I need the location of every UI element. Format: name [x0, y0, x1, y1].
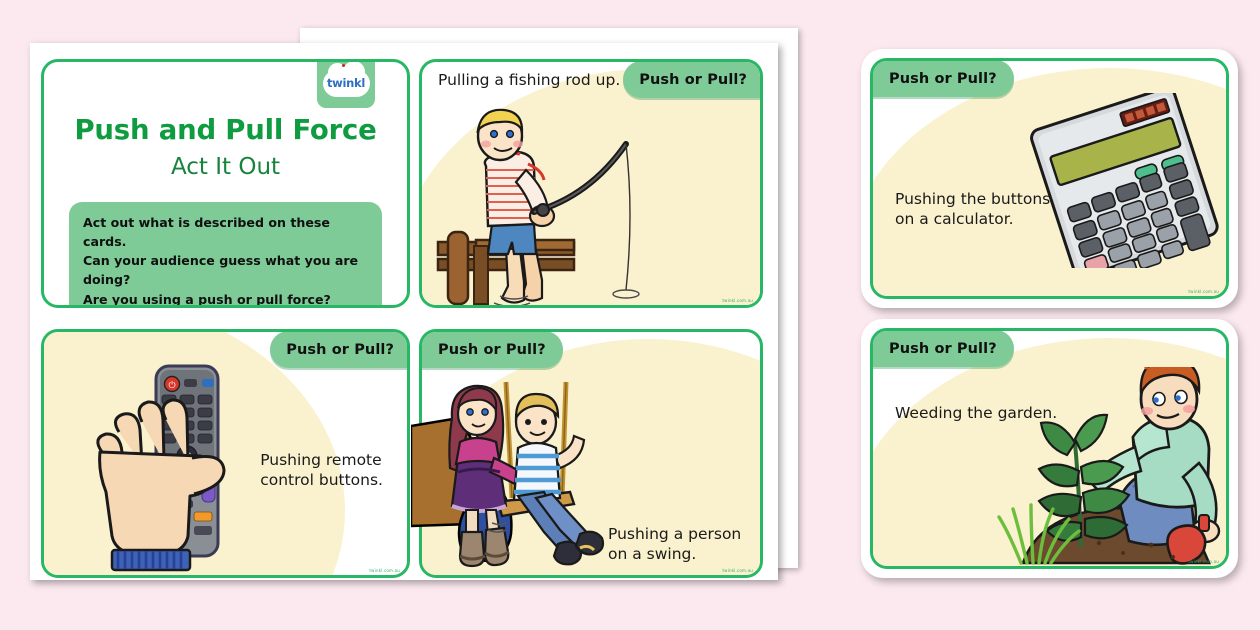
- illustration-calculator: [1030, 93, 1219, 268]
- page-subtitle: Act It Out: [170, 154, 281, 180]
- badge-push-or-pull[interactable]: Push or Pull?: [422, 332, 563, 368]
- card-caption: Pushing remote control buttons.: [260, 451, 383, 490]
- cloud-icon: [322, 62, 370, 97]
- badge-push-or-pull[interactable]: Push or Pull?: [623, 62, 760, 98]
- watermark: twinkl.com.au: [1188, 289, 1219, 294]
- illustration-hand-remote: ⏻: [96, 364, 226, 572]
- card-caption: Pulling a fishing rod up.: [438, 71, 621, 89]
- weeding-card-wrapper: Push or Pull? Weeding the garden.: [861, 319, 1238, 578]
- twinkl-wordmark: twinkl: [326, 76, 366, 90]
- title-card[interactable]: twinkl Push and Pull Force Act It Out Ac…: [41, 59, 410, 308]
- card-calculator[interactable]: Push or Pull? Pushing the buttons on a c…: [870, 58, 1229, 299]
- instructions-box: Act out what is described on these cards…: [69, 202, 382, 305]
- card-caption: Pushing a person on a swing.: [608, 525, 742, 564]
- badge-push-or-pull[interactable]: Push or Pull?: [873, 331, 1014, 367]
- card-caption: Weeding the garden.: [895, 404, 1058, 422]
- front-page: twinkl Push and Pull Force Act It Out Ac…: [30, 43, 778, 580]
- watermark: twinkl.com.au: [369, 568, 400, 573]
- illustration-boy-fishing: [436, 108, 640, 305]
- card-swing[interactable]: Push or Pull? Pushing a person on a swin…: [419, 329, 763, 578]
- calculator-card-wrapper: Push or Pull? Pushing the buttons on a c…: [861, 49, 1238, 308]
- illustration-weeding: [997, 367, 1221, 565]
- card-fishing-rod[interactable]: Push or Pull? Pulling a fishing rod up.: [419, 59, 763, 308]
- twinkl-logo-tab: twinkl: [317, 62, 375, 108]
- card-remote-control[interactable]: Push or Pull? Pushing remote control but…: [41, 329, 410, 578]
- card-weeding[interactable]: Push or Pull? Weeding the garden.: [870, 328, 1229, 569]
- badge-push-or-pull[interactable]: Push or Pull?: [270, 332, 407, 368]
- watermark: twinkl.com.au: [1188, 559, 1219, 564]
- page-title: Push and Pull Force: [74, 114, 377, 146]
- twinkl-dot-icon: [342, 64, 345, 67]
- card-caption: Pushing the buttons on a calculator.: [895, 190, 1051, 229]
- watermark: twinkl.com.au: [722, 298, 753, 303]
- illustration-swing: [448, 381, 605, 568]
- badge-push-or-pull[interactable]: Push or Pull?: [873, 61, 1014, 97]
- svg-text:⏻: ⏻: [168, 380, 175, 391]
- watermark: twinkl.com.au: [722, 568, 753, 573]
